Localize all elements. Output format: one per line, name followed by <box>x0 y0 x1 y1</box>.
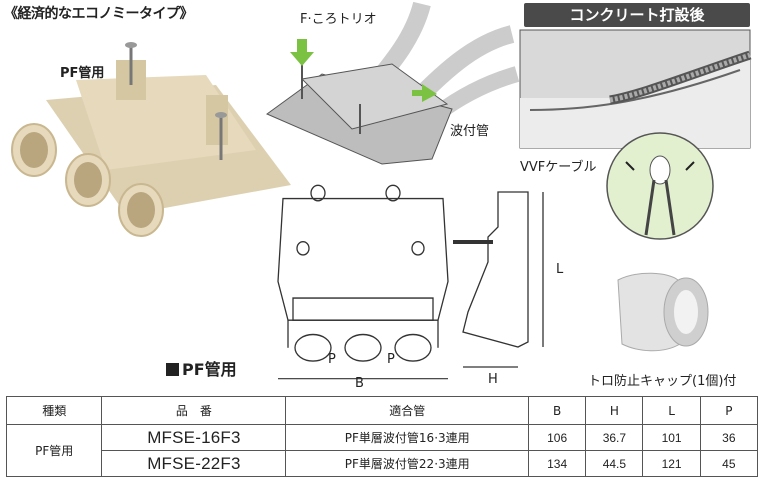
value-p: 45 <box>699 450 759 477</box>
concrete-panel <box>519 29 752 149</box>
header-type: 種類 <box>5 396 103 425</box>
front-drawing <box>277 184 449 380</box>
part-number: MFSE-16F3 <box>101 424 287 451</box>
header-pipe: 適合管 <box>285 396 530 425</box>
dim-p1: P <box>328 352 336 367</box>
dim-b: B <box>355 376 364 391</box>
callout-pipe: 波付管 <box>450 124 490 139</box>
table-header-row: 種類 品 番 適合管 B H L P <box>5 396 759 425</box>
cable-label: VVFケーブル <box>520 160 597 175</box>
cap-label: トロ防止キャップ(1個)付 <box>588 374 737 389</box>
group-label: PF管用 <box>5 424 103 477</box>
pipe-type: PF単層波付管22·3連用 <box>285 450 530 477</box>
value-l: 121 <box>642 450 701 477</box>
part-number: MFSE-22F3 <box>101 450 287 477</box>
installation-illustration <box>265 1 520 165</box>
value-h: 44.5 <box>585 450 644 477</box>
value-l: 101 <box>642 424 701 451</box>
concrete-banner: コンクリート打設後 <box>524 3 750 27</box>
cap-photo <box>617 272 709 352</box>
header-h: H <box>585 396 644 425</box>
section-title: PF管用 <box>166 356 237 380</box>
header-b: B <box>528 396 587 425</box>
callout-roller: F·ころトリオ <box>300 12 377 27</box>
header-part: 品 番 <box>101 396 287 425</box>
header-p: P <box>699 396 759 425</box>
table-row: PF管用 MFSE-16F3 PF単層波付管16·3連用 106 36.7 10… <box>5 424 759 477</box>
tagline: 《経済的なエコノミータイプ》 <box>4 6 194 22</box>
spec-table: 種類 品 番 適合管 B H L P PF管用 MFSE-16F3 PF単層波付… <box>5 396 759 477</box>
value-h: 36.7 <box>585 424 644 451</box>
dim-l: L <box>556 262 564 277</box>
dim-p2: P <box>387 352 395 367</box>
square-bullet-icon <box>166 363 179 376</box>
table-row: MFSE-22F3 PF単層波付管22·3連用 134 44.5 121 45 <box>7 450 759 477</box>
dim-h: H <box>488 372 498 387</box>
value-p: 36 <box>699 424 759 451</box>
side-drawing <box>453 191 544 368</box>
header-l: L <box>642 396 701 425</box>
value-b: 106 <box>528 424 587 451</box>
pipe-type: PF単層波付管16·3連用 <box>285 424 530 451</box>
photo-label: PF管用 <box>60 66 105 81</box>
value-b: 134 <box>528 450 587 477</box>
cutter-detail <box>606 132 714 240</box>
product-photo <box>11 42 291 237</box>
